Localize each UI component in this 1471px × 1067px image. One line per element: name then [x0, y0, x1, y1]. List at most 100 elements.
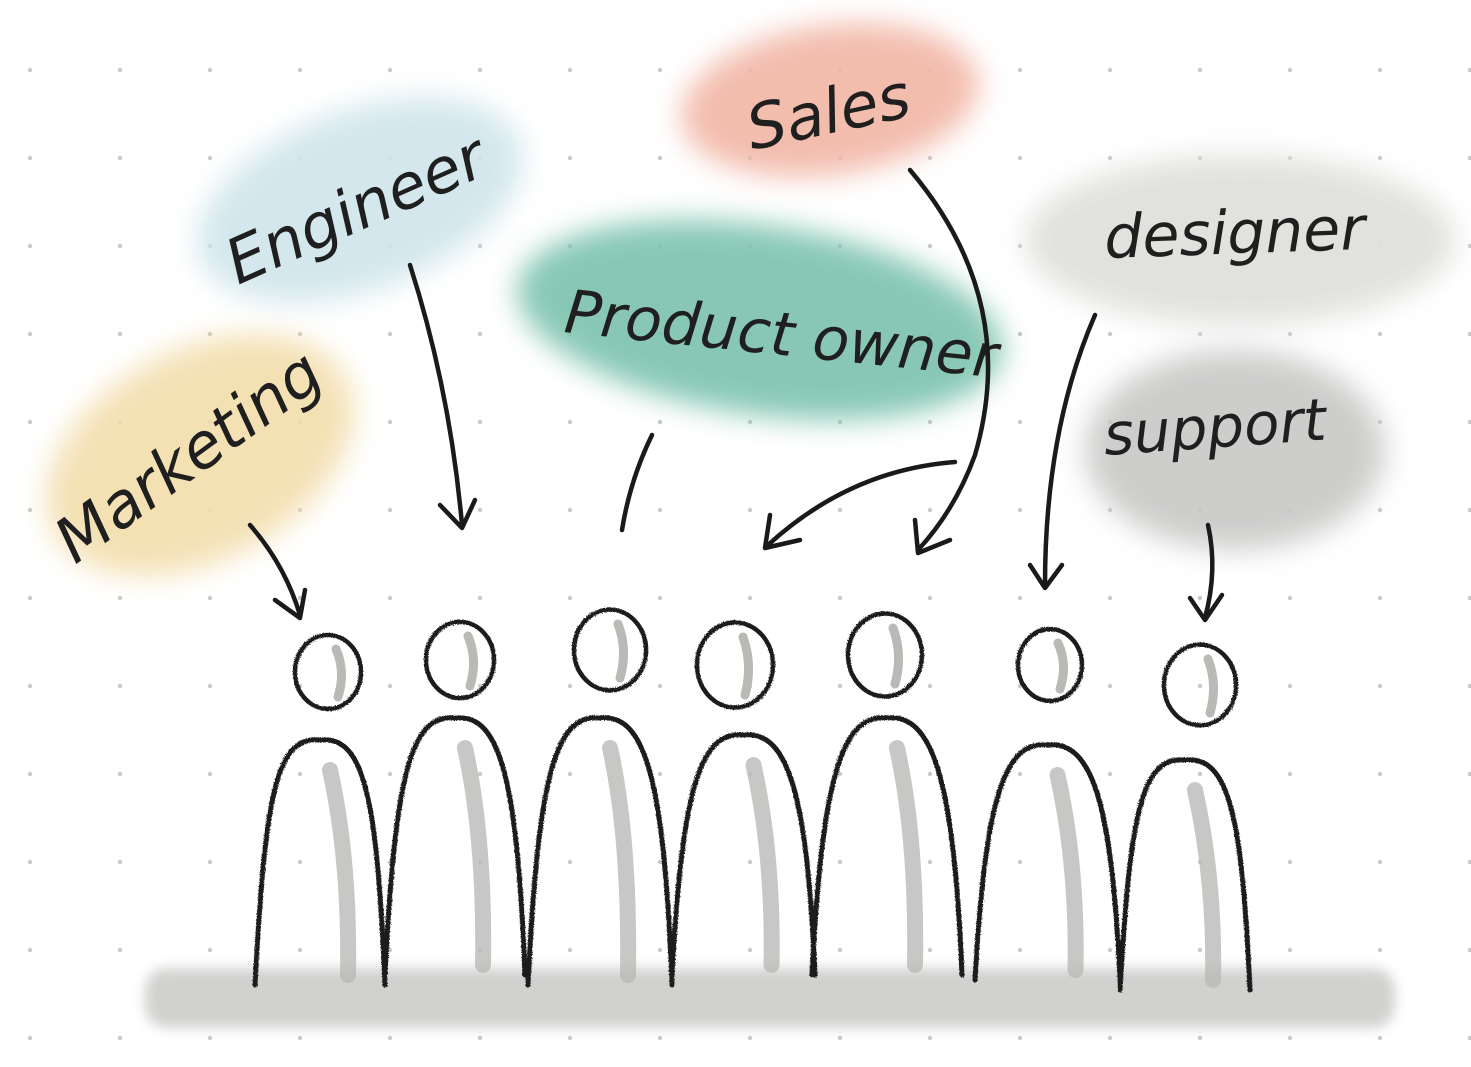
grid-dot: [117, 683, 123, 689]
grid-dot: [27, 771, 33, 777]
grid-dot: [1377, 507, 1383, 513]
grid-dot: [27, 595, 33, 601]
person-body-shadow: [457, 740, 492, 973]
grid-dot: [27, 683, 33, 689]
person-figure: [525, 607, 675, 988]
grid-dot: [747, 1035, 753, 1041]
person-body-shadow: [745, 757, 780, 973]
grid-dot: [207, 859, 213, 865]
grid-dot: [1017, 771, 1023, 777]
grid-dot: [567, 595, 573, 601]
grid-dot: [1377, 771, 1383, 777]
grid-dot: [1377, 155, 1383, 161]
grid-dot: [927, 771, 933, 777]
grid-dot: [927, 155, 933, 161]
grid-dot: [747, 507, 753, 513]
grid-dot: [27, 1035, 33, 1041]
product-owner-color-blob: [517, 219, 1003, 421]
person-body: [525, 715, 675, 988]
grid-dot: [117, 595, 123, 601]
grid-dot: [297, 1035, 303, 1041]
grid-dot: [927, 947, 933, 953]
person-head-shadow: [331, 644, 346, 702]
grid-dot: [1467, 683, 1471, 689]
grid-dot: [1017, 507, 1023, 513]
grid-dot: [567, 1035, 573, 1041]
grid-dot: [1467, 243, 1471, 249]
grid-dot: [1107, 595, 1113, 601]
person-body: [809, 715, 965, 978]
grid-dot: [207, 155, 213, 161]
grid-dot: [1377, 683, 1383, 689]
grid-dot: [567, 155, 573, 161]
person-figure: [669, 620, 818, 978]
grid-dot: [657, 507, 663, 513]
grid-dot: [837, 419, 843, 425]
ground-strip: [145, 968, 1395, 1028]
person-head-shadow: [888, 623, 903, 689]
grid-dot: [657, 771, 663, 777]
grid-dot: [1287, 859, 1293, 865]
grid-dot: [1017, 155, 1023, 161]
grid-dot: [1287, 595, 1293, 601]
grid-dot: [657, 155, 663, 161]
grid-dot: [1197, 1035, 1203, 1041]
grid-dot: [117, 947, 123, 953]
grid-dot: [1017, 1035, 1023, 1041]
grid-dot: [657, 1035, 663, 1041]
grid-dot: [387, 67, 393, 73]
grid-dot: [1107, 67, 1113, 73]
support-arrow: [1187, 522, 1225, 623]
grid-dot: [27, 859, 33, 865]
grid-dot: [837, 859, 843, 865]
person-body: [669, 732, 818, 978]
person-head: [423, 619, 497, 701]
grid-dot: [297, 331, 303, 337]
grid-dot: [117, 155, 123, 161]
sales-arrow: [907, 167, 991, 556]
grid-dot: [1287, 771, 1293, 777]
grid-dot: [387, 1035, 393, 1041]
grid-dot: [747, 859, 753, 865]
grid-dot: [567, 419, 573, 425]
grid-dot: [387, 683, 393, 689]
grid-dot: [657, 947, 663, 953]
product-owner-arrow: [762, 459, 958, 551]
grid-dot: [927, 859, 933, 865]
grid-dot: [297, 771, 303, 777]
grid-dot: [747, 595, 753, 601]
grid-dot: [207, 1035, 213, 1041]
engineer-color-blob: [197, 97, 523, 303]
grid-dot: [207, 331, 213, 337]
person-head-shadow: [613, 619, 628, 683]
grid-dot: [27, 507, 33, 513]
grid-dot: [477, 507, 483, 513]
grid-dot: [837, 683, 843, 689]
grid-dot: [1467, 155, 1471, 161]
grid-dot: [1107, 507, 1113, 513]
grid-dot: [1197, 771, 1203, 777]
grid-dot: [1197, 331, 1203, 337]
person-body-shadow: [1049, 767, 1084, 978]
grid-dot: [1197, 947, 1203, 953]
grid-dot: [567, 683, 573, 689]
grid-dot: [1197, 595, 1203, 601]
grid-dot: [927, 507, 933, 513]
grid-dot: [387, 771, 393, 777]
grid-dot: [927, 683, 933, 689]
person-figure: [252, 632, 388, 988]
grid-dot: [1377, 67, 1383, 73]
support-label: support: [1101, 385, 1330, 469]
grid-dot: [1467, 947, 1471, 953]
grid-dot: [117, 67, 123, 73]
person-body-shadow: [322, 762, 357, 983]
grid-dot: [927, 243, 933, 249]
person-figure: [809, 611, 965, 978]
grid-dot: [567, 859, 573, 865]
support-color-blob: [1085, 350, 1385, 550]
grid-dot: [117, 243, 123, 249]
sales-color-blob: [681, 22, 979, 178]
grid-dot: [837, 771, 843, 777]
grid-dot: [117, 859, 123, 865]
grid-dot: [927, 595, 933, 601]
